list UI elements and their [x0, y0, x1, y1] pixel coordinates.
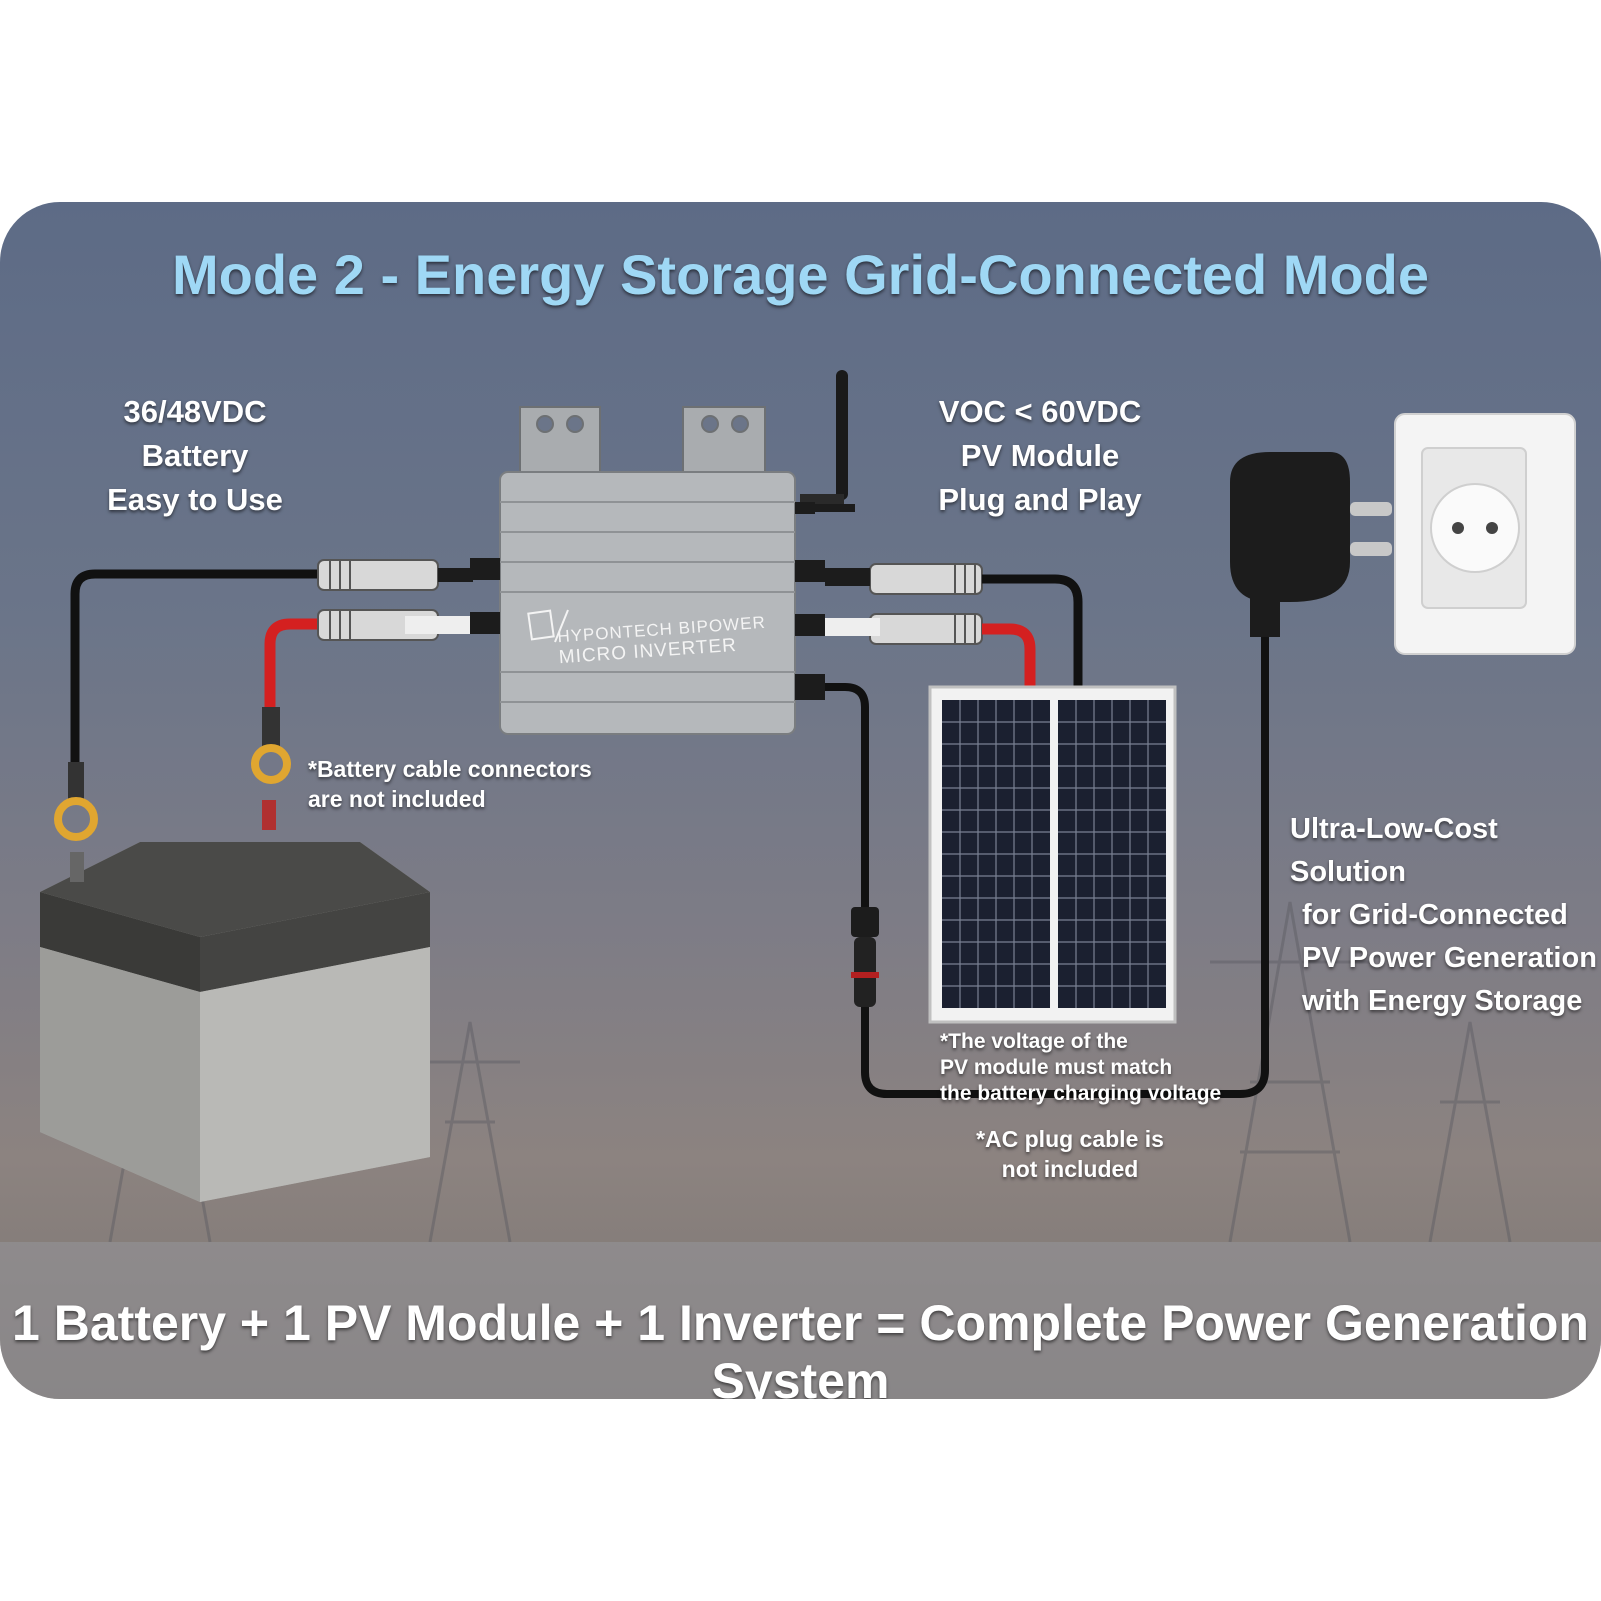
schuko-plug	[1230, 452, 1392, 637]
ac-cable-note: *AC plug cable is not included	[976, 1126, 1164, 1182]
wall-socket	[1394, 413, 1576, 655]
battery-positive-cable	[264, 618, 326, 718]
wifi-antenna	[800, 370, 848, 508]
pv-positive-cable	[982, 623, 1036, 692]
pv-module-label: VOC < 60VDC PV Module Plug and Play	[938, 394, 1142, 517]
pv-voltage-note: *The voltage of the PV module must match…	[940, 1030, 1222, 1105]
micro-inverter	[470, 471, 855, 735]
inverter-mounting-brackets	[519, 406, 766, 483]
diagram-panel: Mode 2 - Energy Storage Grid-Connected M…	[0, 202, 1601, 1399]
diagram-artwork	[40, 370, 1576, 1243]
battery-negative-cable	[70, 569, 325, 767]
bottom-equation-text: 1 Battery + 1 PV Module + 1 Inverter = C…	[12, 1295, 1589, 1399]
ac-inline-connector	[851, 907, 879, 1007]
ac-output-cable	[825, 602, 1269, 1098]
page-title: Mode 2 - Energy Storage Grid-Connected M…	[171, 243, 1430, 306]
battery-side-connectors	[317, 559, 473, 641]
battery-cable-note: *Battery cable connectors are not includ…	[308, 756, 592, 812]
battery-label: 36/48VDC Battery Easy to Use	[107, 394, 283, 517]
positive-ring-terminal	[251, 744, 291, 784]
solar-panel	[928, 685, 1177, 1024]
solution-text: Ultra-Low-Cost Solution for Grid-Connect…	[1290, 813, 1597, 1017]
pv-negative-cable	[982, 574, 1083, 692]
pv-side-connectors	[825, 563, 983, 645]
negative-ring-terminal	[54, 797, 98, 841]
battery	[40, 800, 430, 1202]
bottom-band	[0, 1242, 1601, 1399]
inverter-logo-icon	[527, 609, 569, 643]
